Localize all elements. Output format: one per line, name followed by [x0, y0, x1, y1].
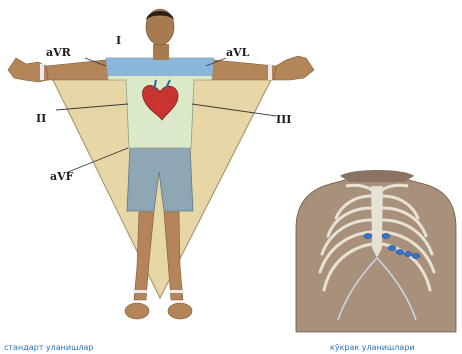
chest-leads-caption: кўкрак уланишлари: [330, 343, 415, 352]
lead-label-iii: III: [276, 113, 291, 126]
neck: [153, 44, 169, 60]
sternum: [371, 186, 383, 258]
lead-label-avf: aVF: [50, 170, 74, 183]
shirt-shoulder-band: [106, 58, 214, 76]
standard-leads-caption: стандарт уланишлар: [4, 343, 94, 352]
lead-label-i: I: [116, 34, 121, 47]
lead-label-ii: II: [36, 112, 46, 125]
einthoven-figure: I aVR aVL II III aVF стандарт уланишлар: [4, 9, 314, 352]
lead-label-avl: aVL: [226, 46, 250, 59]
lead-label-avr: aVR: [46, 46, 72, 59]
chest-figure: кўкрак уланишлари: [296, 170, 456, 352]
